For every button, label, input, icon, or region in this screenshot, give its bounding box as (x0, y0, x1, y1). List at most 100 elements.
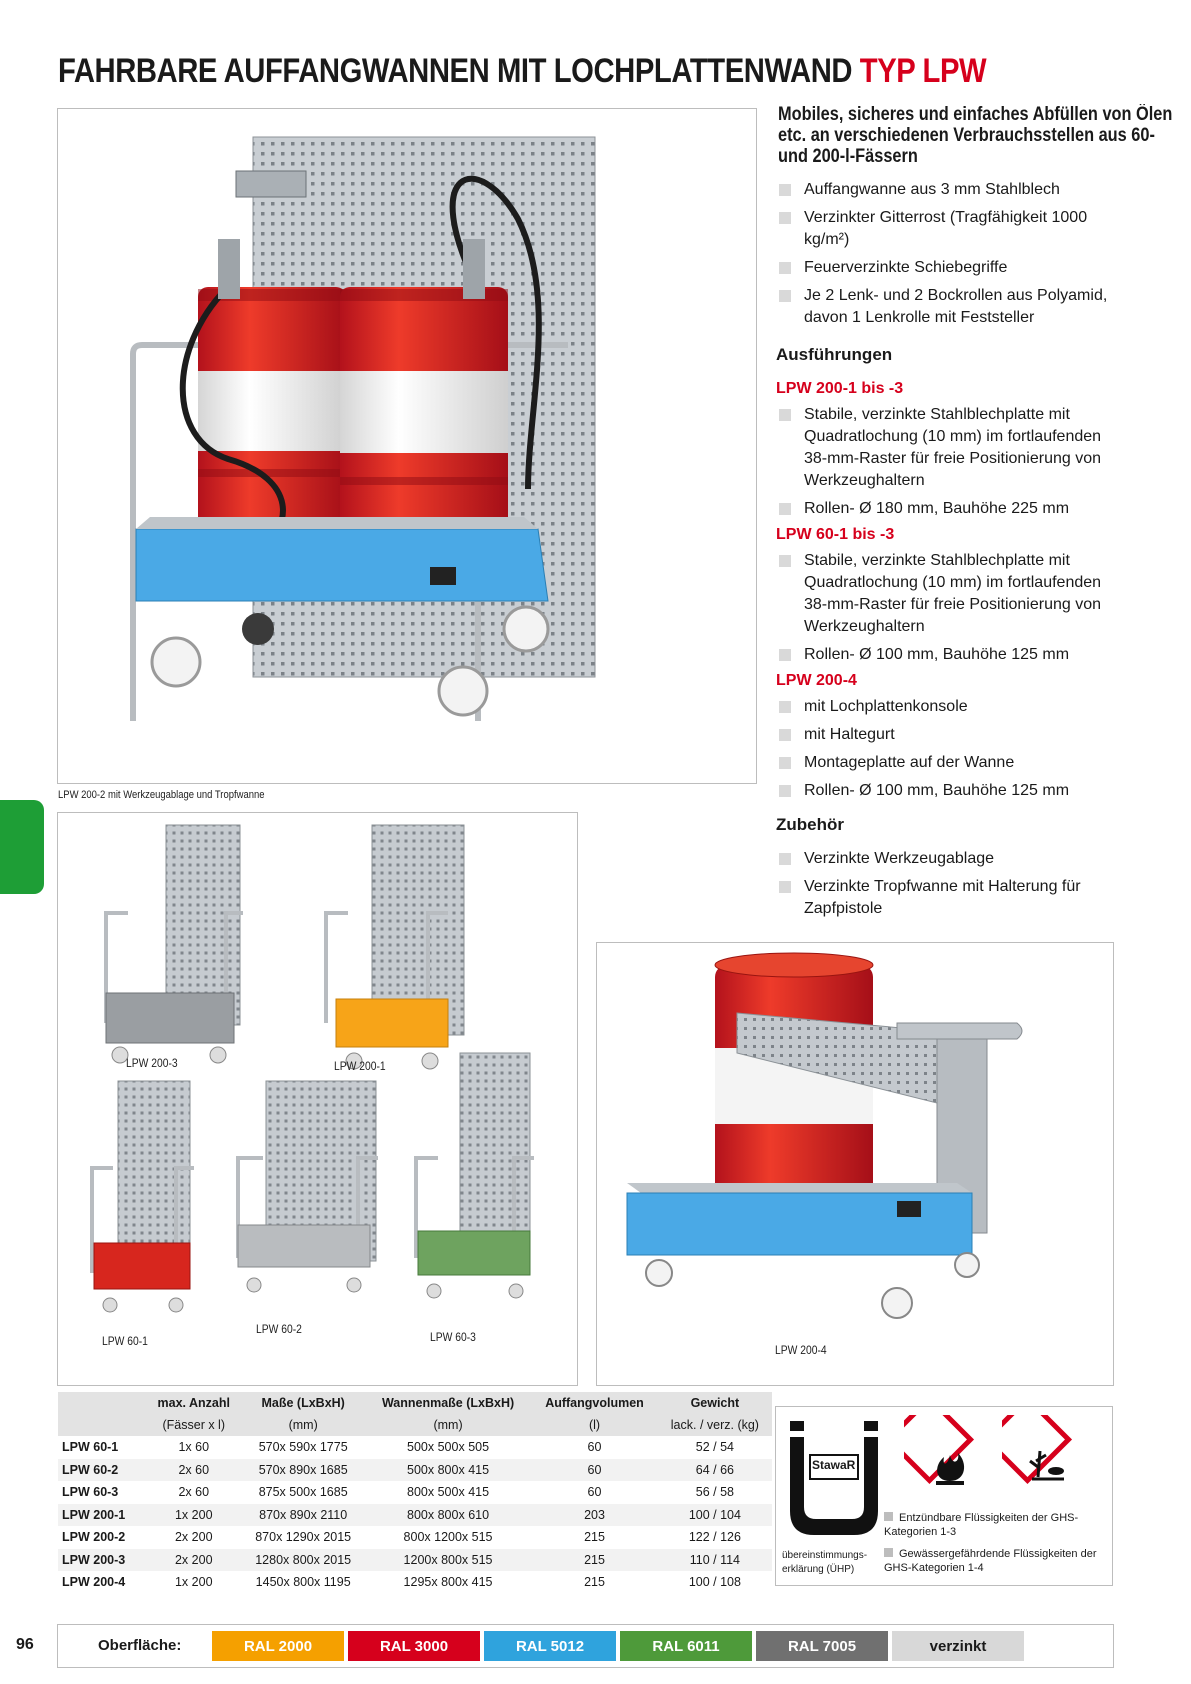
ausfuehrungen-heading: Ausführungen (776, 345, 893, 364)
note-bullet-icon (884, 1548, 893, 1557)
variant-title: LPW 200-1 bis -3 (776, 380, 904, 397)
lpw-60-3-figure (414, 1052, 534, 1299)
variant-title: LPW 200-4 (776, 672, 857, 689)
table-cell: 1x 60 (178, 1440, 210, 1455)
table-cell: 52 / 54 (695, 1440, 734, 1455)
table-cell: 60 (587, 1440, 602, 1455)
accessory-item: Verzinkte Tropfwanne mit Halterung für Z… (776, 876, 1116, 920)
main-product-photo (57, 108, 757, 784)
cert-note: Gewässergefährdende Flüssigkeiten der GH… (884, 1547, 1108, 1575)
variant-title: LPW 60-1 bis -3 (776, 526, 895, 543)
col-header: Auffangvolumen (531, 1392, 658, 1414)
stawar-u-logo (790, 1421, 878, 1535)
certification-box: StawaR übereinstimmungs-erklärung (ÜHP) … (775, 1406, 1113, 1586)
lpw-200-4-label: LPW 200-4 (775, 1343, 827, 1357)
cert-note: Entzündbare Flüssigkeiten der GHS-Katego… (884, 1511, 1108, 1539)
main-photo-caption: LPW 200-2 mit Werkzeugablage und Tropfwa… (58, 789, 265, 801)
table-row: LPW 200-4 1x 200 1450x 800x 1195 1295x 800x… (58, 1571, 772, 1594)
col-subheader: (mm) (364, 1414, 532, 1436)
table-cell: 875x 500x 1685 (258, 1485, 348, 1500)
spec-table: max. Anzahl Maße (LxBxH) Wannenmaße (LxB… (58, 1392, 772, 1594)
col-subheader: lack. / verz. (kg) (657, 1414, 772, 1436)
variants-illustration (90, 824, 534, 1313)
variant-item: Rollen- Ø 100 mm, Bauhöhe 125 mm (776, 644, 1116, 666)
table-cell: 100 / 108 (688, 1575, 741, 1590)
variant-item: Montageplatte auf der Wanne (776, 752, 1116, 774)
flammable-ghs-icon (904, 1415, 975, 1485)
stawar-caption: übereinstimmungs-erklärung (ÜHP) (782, 1550, 868, 1575)
table-cell: 56 / 58 (695, 1485, 734, 1500)
table-cell: 64 / 66 (657, 1458, 772, 1481)
lpw-200-4-photo: LPW 200-4 (596, 942, 1114, 1386)
col-header: Wannenmaße (LxBxH) (364, 1392, 532, 1414)
table-cell: LPW 200-1 (58, 1503, 146, 1526)
color-swatch: RAL 7005 (756, 1631, 888, 1661)
variant-item: Stabile, verzinkte Stahlblechplatte mit … (776, 404, 1116, 492)
table-cell: 1450x 800x 1195 (255, 1575, 351, 1590)
color-swatch: RAL 6011 (620, 1631, 752, 1661)
variant-item: Stabile, verzinkte Stahlblechplatte mit … (776, 550, 1116, 638)
zubehoer-list: Verzinkte Werkzeugablage Verzinkte Tropf… (776, 848, 1116, 926)
table-cell: 60 (531, 1458, 658, 1481)
page-title: FAHRBARE AUFFANGWANNEN MIT LOCHPLATTENWA… (58, 52, 987, 91)
table-cell: 122 / 126 (688, 1530, 741, 1545)
variant-item: mit Lochplattenkonsole (776, 696, 1116, 718)
table-cell: 1x 200 (174, 1575, 213, 1590)
accessory-item: Verzinkte Werkzeugablage (776, 848, 1116, 870)
table-cell: 1295x 800x 415 (403, 1575, 493, 1590)
variant-label: LPW 200-3 (126, 1056, 178, 1070)
table-cell: LPW 60-3 (62, 1485, 119, 1500)
table-cell: 800x 500x 415 (407, 1485, 490, 1500)
variant-grid-photo: LPW 200-3 LPW 200-1 LPW 60-1 LPW 60-2 LP… (57, 812, 578, 1386)
table-cell: 500x 800x 415 (364, 1458, 532, 1481)
surface-label: Oberfläche: (98, 1637, 182, 1654)
table-cell: 500x 500x 505 (407, 1440, 490, 1455)
lpw-200-1-figure (324, 824, 465, 1070)
table-header-row: max. Anzahl Maße (LxBxH) Wannenmaße (LxB… (58, 1392, 772, 1414)
table-cell: LPW 60-1 (62, 1440, 119, 1455)
variant-label: LPW 60-1 (102, 1334, 148, 1348)
chapter-tab (0, 800, 44, 894)
stawar-logo-text: StawaR (812, 1458, 856, 1472)
lpw-200-3-figure (104, 824, 243, 1064)
cert-note-text: Gewässergefährdende Flüssigkeiten der GH… (884, 1548, 1097, 1574)
feature-list: Auffangwanne aus 3 mm Stahlblech Verzink… (776, 179, 1116, 335)
table-cell: 215 (584, 1530, 605, 1545)
table-cell: 2x 200 (146, 1548, 242, 1571)
variant-label: LPW 200-1 (334, 1059, 386, 1073)
lpw-200-4-illustration (626, 952, 1023, 1319)
surface-bar (57, 1624, 1114, 1668)
color-swatch: verzinkt (892, 1631, 1024, 1661)
table-cell: 1280x 800x 2015 (241, 1548, 365, 1571)
title-accent: TYP LPW (859, 52, 987, 90)
color-swatch: RAL 2000 (212, 1631, 344, 1661)
zubehoer-heading: Zubehör (776, 815, 844, 834)
table-cell: 570x 890x 1685 (241, 1458, 365, 1481)
table-cell: 2x 200 (174, 1530, 213, 1545)
table-cell: 870x 890x 2110 (241, 1503, 365, 1526)
cert-note-text: Entzündbare Flüssigkeiten der GHS-Katego… (884, 1512, 1079, 1538)
table-cell: 215 (584, 1575, 605, 1590)
title-main: FAHRBARE AUFFANGWANNEN MIT LOCHPLATTENWA… (58, 52, 860, 90)
variant-item: mit Haltegurt (776, 724, 1116, 746)
environment-ghs-icon (1002, 1415, 1073, 1485)
col-subheader: (Fässer x l) (146, 1414, 242, 1436)
col-header (58, 1392, 146, 1414)
table-cell: 1x 200 (146, 1503, 242, 1526)
note-bullet-icon (884, 1512, 893, 1521)
color-swatch: RAL 3000 (348, 1631, 480, 1661)
col-header: Gewicht (657, 1392, 772, 1414)
table-cell: LPW 200-3 (58, 1548, 146, 1571)
col-subheader: (l) (531, 1414, 658, 1436)
col-header: Maße (LxBxH) (241, 1392, 365, 1414)
table-cell: LPW 60-2 (58, 1458, 146, 1481)
col-header: max. Anzahl (146, 1392, 242, 1414)
feature-item: Auffangwanne aus 3 mm Stahlblech (776, 179, 1116, 201)
table-cell: LPW 200-4 (62, 1575, 126, 1590)
